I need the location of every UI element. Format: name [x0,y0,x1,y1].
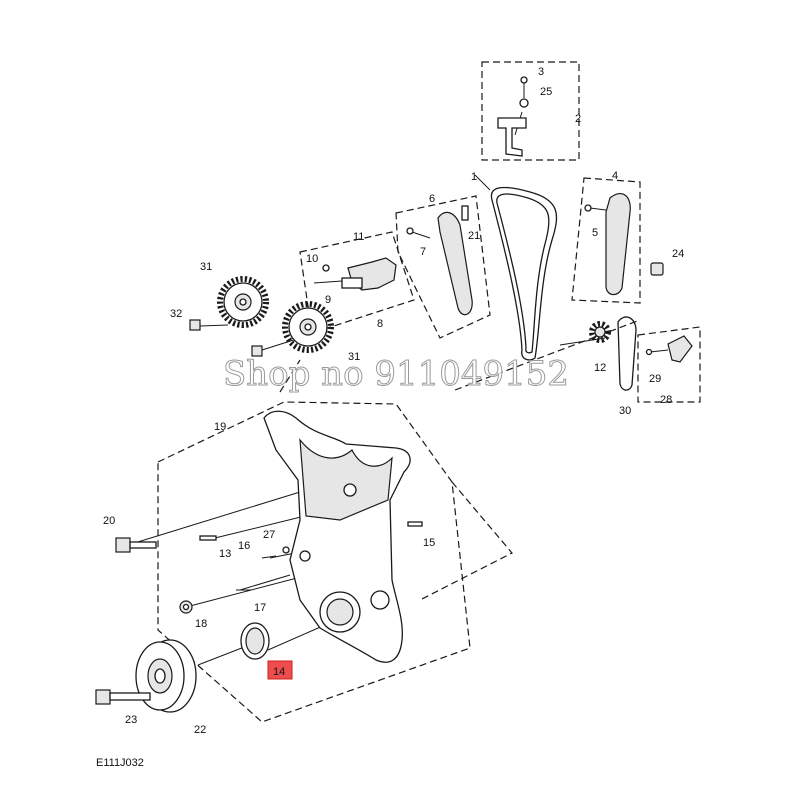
callout-27: 27 [263,529,275,541]
group-box-2 [481,61,580,161]
washer-part-27 [282,546,290,554]
diagram-code: E111J032 [96,757,144,769]
crank-sprocket-part-12 [589,321,611,343]
group-box-4 [571,177,641,304]
group-box-6 [395,195,491,339]
timing-chain-part-1 [490,186,558,361]
bolt-part-32 [189,319,201,331]
tensioner-part-28 [645,335,693,363]
callout-labels: 1 2 3 4 5 6 7 8 9 10 11 12 13 14 15 16 1… [103,66,684,736]
callout-23: 23 [125,714,137,726]
tensioner-guide-part-4 [584,193,631,296]
callout-12: 12 [594,362,606,374]
callout-10: 10 [306,253,318,265]
callout-25: 25 [540,86,552,98]
callout-21: 21 [468,230,480,242]
bolt-part-20 [115,537,157,553]
callout-20: 20 [103,515,115,527]
callout-7: 7 [420,246,426,258]
callout-6: 6 [429,193,435,205]
callout-14: 14 [273,666,285,678]
camshaft-gear-left [217,276,269,328]
tensioner-part-11 [313,257,397,291]
callout-3: 3 [538,66,544,78]
callout-32: 32 [170,308,182,320]
plug-part-24 [650,262,664,276]
highlight-box-14 [267,660,293,680]
bolt-part-16 [261,555,277,559]
callout-29: 29 [649,373,661,385]
callout-17: 17 [254,602,266,614]
callout-1: 1 [471,171,477,183]
oil-pump-chain-part-30 [617,316,637,391]
callout-30: 30 [619,405,631,417]
callout-19: 19 [214,421,226,433]
callout-31b: 31 [348,351,360,363]
callout-22: 22 [194,724,206,736]
group-box-28 [637,326,701,403]
callout-13: 13 [219,548,231,560]
callout-4: 4 [612,170,618,182]
callout-31a: 31 [200,261,212,273]
plug-part-15 [407,521,423,527]
callout-28: 28 [660,394,672,406]
assembly-line-cover [279,319,641,601]
bolt-part-31-lower [251,345,263,357]
oil-seal-part-14 [240,622,270,660]
callout-5: 5 [592,227,598,239]
bolt-part-23 [95,689,151,705]
callout-18: 18 [195,618,207,630]
callout-15: 15 [423,537,435,549]
camshaft-gear-right [282,301,334,353]
chain-guide-part-6 [406,205,473,316]
pin-part-13 [199,535,217,541]
crankshaft-pulley-part-22 [135,639,197,713]
callout-11: 11 [353,231,364,243]
callout-24: 24 [672,248,684,260]
watermark-text: Shop no 911049152 [223,354,569,394]
callout-9: 9 [325,294,331,306]
callout-16: 16 [238,540,250,552]
bracket-part-2 [497,76,529,157]
plug-part-18 [179,600,193,614]
timing-cover-part-19 [263,410,411,663]
callout-8: 8 [377,318,383,330]
callout-2: 2 [575,113,581,125]
